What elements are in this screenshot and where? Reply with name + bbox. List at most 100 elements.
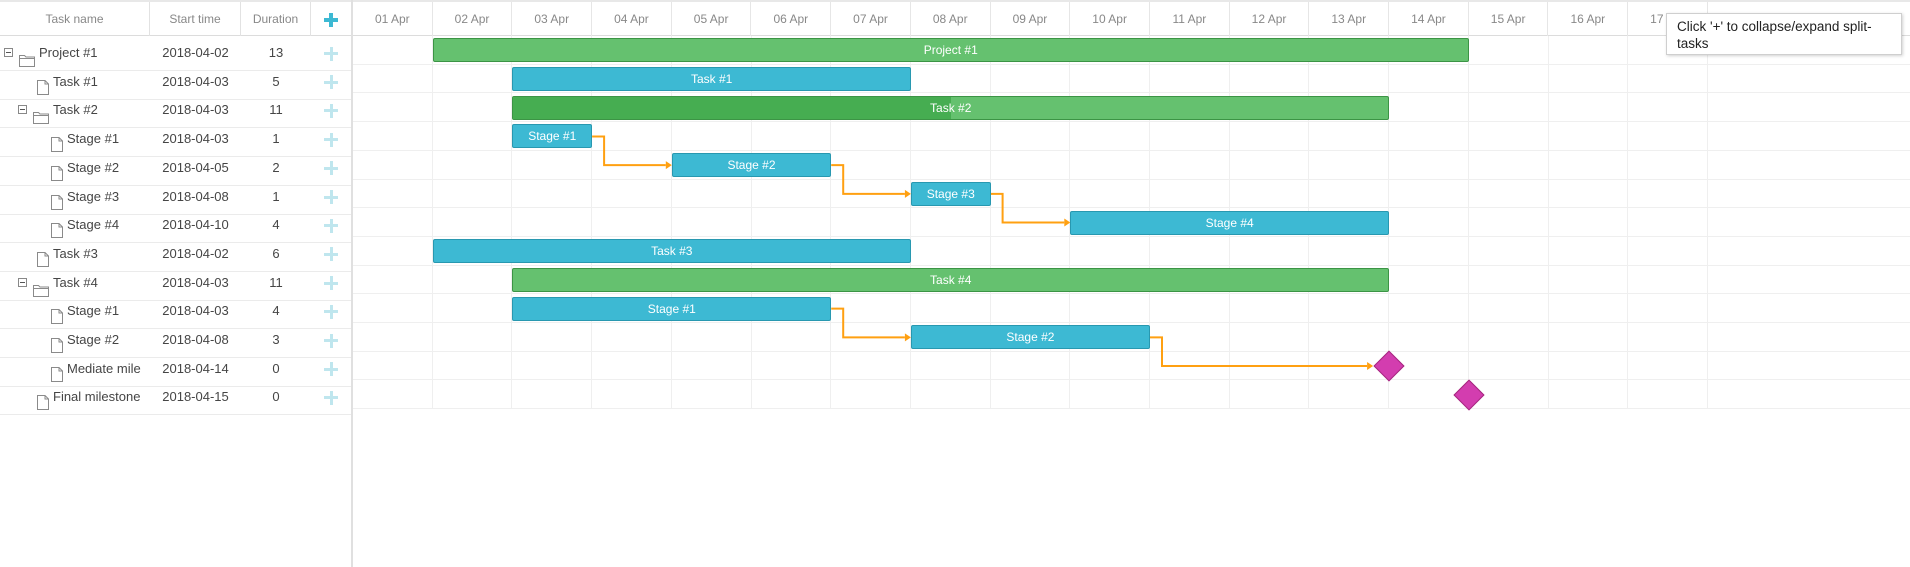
column-line (830, 36, 832, 410)
bar-label: Project #1 (923, 43, 978, 58)
milestone-marker[interactable] (1373, 350, 1405, 382)
cell-duration: 6 (272, 245, 280, 261)
task-name: Stage #2 (67, 332, 120, 347)
cell-duration: 4 (272, 303, 280, 319)
dependency-link[interactable] (1150, 336, 1368, 368)
task-name: Stage #3 (67, 188, 120, 204)
scale-day-cell: 06 Apr (752, 2, 832, 36)
add-subtask-button[interactable] (311, 36, 351, 70)
plus-icon (324, 333, 338, 348)
link-arrowhead (1367, 362, 1374, 371)
scale-day-cell: 10 Apr (1070, 2, 1150, 36)
task-bar[interactable]: Task #3 (432, 239, 911, 264)
add-subtask-button[interactable] (311, 65, 351, 99)
grid-header: Task name Start time Duration (0, 0, 351, 36)
add-subtask-button[interactable] (311, 237, 351, 271)
dependency-link[interactable] (831, 164, 905, 195)
row-line (353, 293, 1910, 295)
cell-start-time: 2018-04-08 (162, 188, 229, 204)
task-bar[interactable]: Stage #1 (512, 124, 593, 149)
row-line (353, 379, 1910, 381)
cell-task-name: Task #1 (0, 65, 150, 99)
add-subtask-button[interactable] (311, 122, 351, 156)
scale-day-cell: 14 Apr (1389, 2, 1469, 36)
plus-icon (324, 276, 338, 291)
add-subtask-button[interactable] (311, 323, 351, 357)
column-header-task-name[interactable]: Task name (0, 2, 150, 36)
cell-task-name: Task #3 (0, 237, 150, 271)
cell-start-time: 2018-04-15 (162, 389, 229, 405)
add-subtask-button[interactable] (311, 380, 351, 414)
column-line (1627, 36, 1629, 410)
cell-task-name: Mediate mile (0, 352, 150, 386)
cell-duration: 11 (269, 274, 283, 290)
cell-start-time: 2018-04-05 (162, 159, 229, 175)
task-bar[interactable]: Stage #3 (910, 181, 991, 206)
add-subtask-button[interactable] (311, 151, 351, 185)
add-subtask-button[interactable] (311, 294, 351, 328)
project-bar[interactable]: Project #1 (432, 38, 1469, 63)
dependency-link[interactable] (592, 135, 666, 167)
add-subtask-button[interactable] (311, 208, 351, 242)
add-task-header-button[interactable] (311, 2, 351, 36)
plus-icon (324, 218, 338, 233)
column-header-start-time[interactable]: Start time (150, 2, 241, 36)
task-bar[interactable]: Stage #2 (671, 153, 832, 178)
task-name: Task #4 (53, 274, 98, 290)
task-bar[interactable]: Task #1 (512, 67, 911, 92)
column-header-duration[interactable]: Duration (241, 2, 311, 36)
cell-duration: 1 (272, 188, 280, 204)
project-bar[interactable]: Task #4 (512, 267, 1390, 292)
file-icon (51, 217, 63, 239)
task-bar[interactable]: Stage #1 (512, 296, 832, 321)
grid-row[interactable]: Stage #3 2018-04-08 1 (0, 180, 351, 215)
scale-day-cell: 13 Apr (1309, 2, 1390, 36)
cell-start-time: 2018-04-03 (162, 102, 229, 118)
collapse-toggle-icon[interactable] (18, 277, 27, 287)
cell-task-name: Stage #1 (0, 294, 150, 328)
row-line (353, 178, 1910, 180)
cell-task-name: Stage #2 (0, 151, 150, 185)
plus-icon (324, 103, 338, 118)
add-subtask-button[interactable] (311, 352, 351, 386)
dependency-link[interactable] (990, 192, 1065, 224)
file-icon (51, 332, 63, 353)
cell-start-time: 2018-04-03 (162, 131, 229, 147)
collapse-toggle-icon[interactable] (18, 105, 27, 115)
file-icon (51, 361, 63, 382)
add-subtask-button[interactable] (311, 266, 351, 300)
add-subtask-button[interactable] (311, 180, 351, 214)
collapse-toggle-icon[interactable] (4, 48, 13, 57)
dependency-link[interactable] (831, 307, 905, 339)
project-bar[interactable]: Task #2 (512, 95, 1390, 120)
milestone-marker[interactable] (1453, 379, 1485, 411)
folder-icon (19, 46, 35, 67)
task-name: Mediate mile (67, 360, 141, 376)
scale-day-cell: 02 Apr (433, 2, 513, 36)
add-subtask-button[interactable] (311, 93, 351, 127)
row-line (353, 92, 1910, 94)
task-bar[interactable]: Stage #2 (910, 325, 1150, 350)
cell-duration: 5 (272, 73, 280, 89)
task-bar[interactable]: Stage #4 (1070, 210, 1390, 235)
column-line (1706, 36, 1708, 410)
column-line (670, 36, 672, 410)
file-icon (51, 160, 63, 181)
file-icon (51, 303, 63, 325)
column-line (909, 36, 911, 410)
row-line (353, 149, 1910, 151)
bar-label: Stage #1 (647, 301, 696, 316)
